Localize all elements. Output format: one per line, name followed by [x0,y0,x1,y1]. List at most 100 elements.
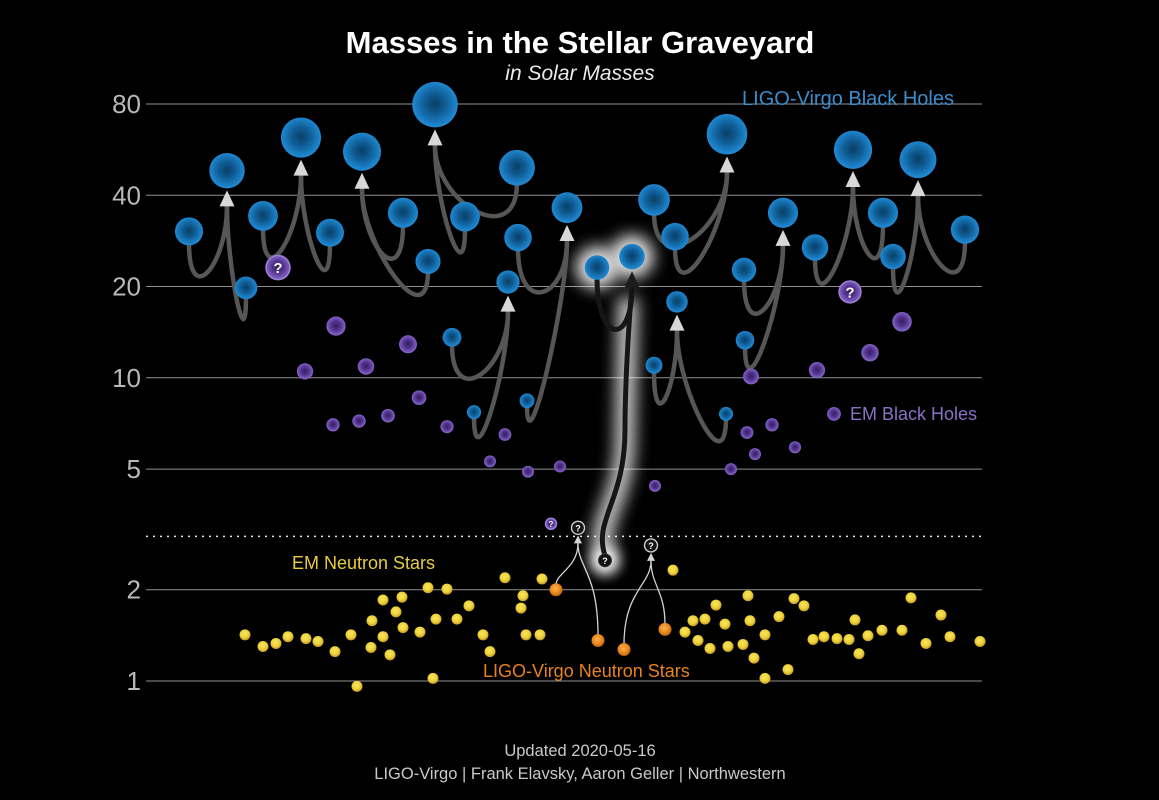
merger-curve [432,143,468,255]
em-ns-dot [414,626,426,638]
y-tick-2: 2 [127,575,141,605]
highlight-glow [575,234,654,576]
em-bh-dot [861,344,879,362]
em-bh-dot [892,312,912,332]
merger-curve [524,238,570,423]
bh-merger-final-dot [899,141,937,179]
em-bh-dot [522,465,534,478]
em-ns-dot [536,573,548,585]
bh-merger-final-dot [706,113,748,155]
em-ns-dot [744,615,756,627]
em-ns-dot [477,629,489,641]
em-ns-dot [300,633,312,645]
bh-merger-final-dot [666,291,688,313]
bh-progenitor-dot [415,248,441,274]
em-ns-dot [742,590,754,602]
em-ns-dot [377,594,389,606]
em-ns-dot [737,638,749,650]
em-bh-dot [296,363,314,380]
em-ns-dot [397,622,409,634]
em-ns-dot [679,626,691,638]
em-bh-dot [808,361,826,379]
legend-em-black-holes: EM Black Holes [850,404,977,424]
bh-merger-final-dot [551,192,583,224]
gridlines [146,103,982,682]
em-ns-dot [517,590,529,602]
em-bh-dot [326,316,346,336]
em-ns-dot [807,634,819,646]
bh-progenitor-dot [867,197,899,228]
lv-ns-dot [591,634,605,648]
merger-curve [298,173,333,273]
bh-merger-final-dot [833,130,873,169]
y-tick-20: 20 [112,272,141,302]
ns-merger-arrow-up [574,535,582,544]
footer-updated-date: Updated 2020-05-16 [504,742,655,760]
bh-merger-final-dot [496,270,520,294]
merger-curve [651,328,680,406]
bh-merger-final-dot [619,243,645,270]
merger-arrow-highlighted [624,271,640,288]
em-bh-dot [554,460,566,473]
bh-progenitor-dot [638,184,670,216]
question-mark: ? [273,260,282,277]
em-ns-dot [390,606,402,618]
em-bh-dot [440,420,454,434]
em-ns-dot [515,602,527,614]
em-bh-dot [788,441,802,454]
bh-progenitor-dot [645,356,663,374]
em-ns-dot [722,640,734,652]
em-ns-dot [876,624,888,636]
em-bh-dot [357,358,375,375]
chart-subtitle: in Solar Masses [505,62,655,85]
em-ns-dot [430,613,442,625]
y-tick-10: 10 [112,363,141,393]
bh-progenitor-dot [718,406,734,421]
em-bh-dot [326,418,340,432]
merger-curve [359,186,431,298]
em-ns-dot [239,629,251,641]
em-bh-dot [827,407,841,421]
footer-credits: LIGO-Virgo | Frank Elavsky, Aaron Geller… [374,765,785,783]
em-ns-dot [451,613,463,625]
em-ns-dot [818,631,830,643]
em-ns-dot [905,592,917,604]
remnant-question-mark: ? [648,541,654,551]
em-ns-dot [270,637,282,649]
em-ns-dot [351,680,363,692]
em-ns-dot [773,611,785,623]
em-ns-dot [366,615,378,627]
ns-merger-curve [623,560,652,645]
em-ns-dot [484,646,496,658]
em-ns-dot [534,629,546,641]
em-ns-dot [463,600,475,612]
em-ns-dot [896,624,908,636]
em-bh-dot [352,414,366,428]
em-ns-dot [520,629,532,641]
merger-arrow-up [719,156,735,173]
lv-ns-dot [549,583,563,597]
merger-arrow-up [559,225,575,242]
y-tick-5: 5 [127,454,141,484]
em-bh-dot [544,517,558,531]
ns-merger-remnant-dot [570,520,586,536]
em-ns-dot [704,642,716,654]
bh-merger-final-dot [280,117,322,158]
ns-merger-arrow-up [647,552,655,561]
bh-merger-final-dot [412,81,458,128]
legend-ligo-virgo-neutron-stars: LIGO-Virgo Neutron Stars [483,661,690,681]
bh-progenitor-dot [234,276,258,300]
em-ns-dot [427,672,439,684]
em-ns-dot [312,635,324,647]
ns-merger-remnant-dot [643,538,659,553]
merger-curve [890,193,921,295]
merger-arrow-up [293,159,309,176]
merger-curve [850,184,886,261]
em-ns-dot [759,672,771,684]
merger-curve [812,184,856,286]
bh-progenitor-dot [442,327,462,347]
em-ns-dot [782,664,794,676]
em-ns-dot [377,631,389,643]
bh-progenitor-dot [731,257,757,283]
